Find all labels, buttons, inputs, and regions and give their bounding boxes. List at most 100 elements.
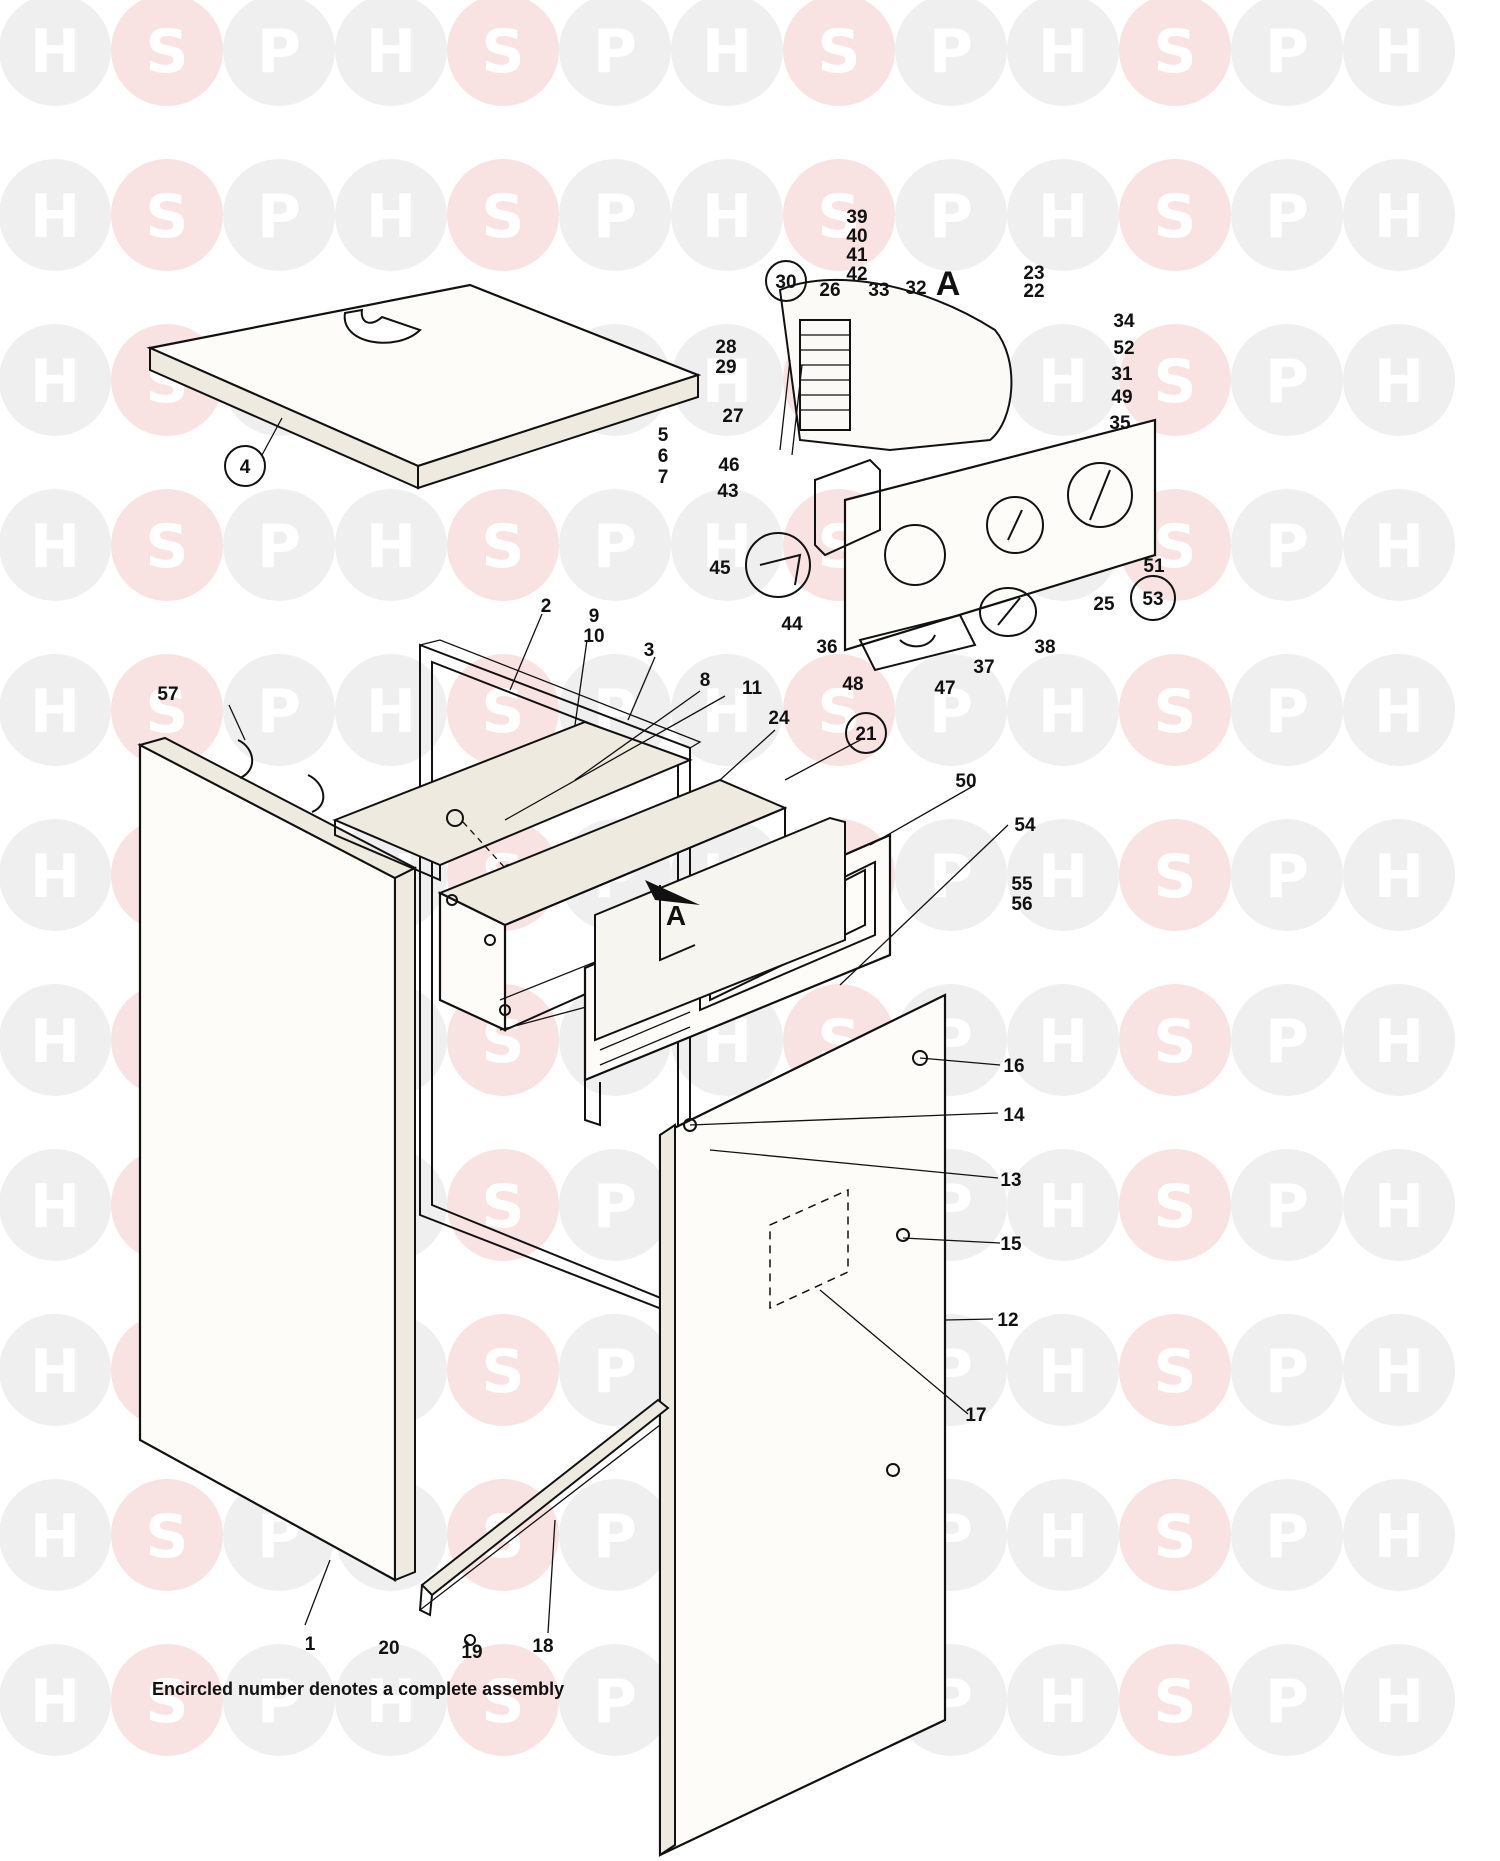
watermark-letter: P <box>257 512 301 582</box>
watermark-letter: S <box>1153 512 1196 582</box>
watermark-roundel <box>1007 819 1119 931</box>
watermark-roundel <box>1119 159 1231 271</box>
watermark-roundel <box>1343 654 1455 766</box>
watermark-roundel <box>1119 0 1231 106</box>
watermark-roundel <box>783 159 895 271</box>
watermark-letter: P <box>593 1172 637 1242</box>
watermark-roundel <box>1231 0 1343 106</box>
watermark-roundel <box>1007 1644 1119 1756</box>
callout-2: 2 <box>541 596 552 617</box>
watermark-roundel <box>1343 819 1455 931</box>
watermark-letter: S <box>1153 1337 1196 1407</box>
watermark-roundel <box>1343 1314 1455 1426</box>
watermark-roundel <box>447 159 559 271</box>
callout-4: 4 <box>240 457 251 478</box>
callout-26: 26 <box>819 280 840 301</box>
watermark-letter: S <box>145 17 188 87</box>
callout-34: 34 <box>1113 311 1135 332</box>
watermark-roundel <box>1007 159 1119 271</box>
front-door-panel <box>658 993 947 1857</box>
watermark-roundel <box>1231 654 1343 766</box>
callout-11: 11 <box>742 678 763 699</box>
watermark-letter: H <box>1374 512 1424 582</box>
watermark-roundel <box>0 159 111 271</box>
watermark-letter: P <box>1265 1502 1309 1572</box>
callout-38: 38 <box>1034 637 1055 658</box>
watermark-roundel <box>0 0 111 106</box>
watermark-letter: P <box>929 17 973 87</box>
watermark-letter: S <box>481 512 524 582</box>
watermark-roundel <box>0 984 111 1096</box>
callout-23: 23 <box>1023 263 1044 284</box>
watermark-roundel <box>1231 984 1343 1096</box>
callout-12: 12 <box>997 1310 1018 1331</box>
callout-8: 8 <box>700 670 711 691</box>
watermark-roundel <box>559 489 671 601</box>
watermark-letter: H <box>1374 1337 1424 1407</box>
watermark-roundel <box>1119 984 1231 1096</box>
watermark-roundel <box>1343 1479 1455 1591</box>
watermark-roundel <box>1007 324 1119 436</box>
watermark-roundel <box>1119 654 1231 766</box>
callout-55: 55 <box>1011 874 1033 895</box>
watermark-roundel <box>1231 1479 1343 1591</box>
watermark-roundel <box>1007 0 1119 106</box>
callout-labels: 1 2 3 4 5 6 7 8 9 10 11 12 13 14 15 16 1… <box>157 207 1176 1663</box>
watermark-letter: H <box>30 1007 80 1077</box>
watermark-letter: S <box>145 1667 188 1737</box>
watermark-letter: H <box>30 677 80 747</box>
watermark-letter: S <box>145 1502 188 1572</box>
watermark-roundel <box>111 0 223 106</box>
watermark-roundel <box>1007 654 1119 766</box>
watermark-roundel <box>1007 1479 1119 1591</box>
watermark-roundel <box>559 1314 671 1426</box>
callout-57: 57 <box>157 684 178 705</box>
callout-35: 35 <box>1109 413 1131 434</box>
callout-13: 13 <box>1000 1170 1021 1191</box>
control-box <box>437 778 801 1032</box>
watermark-letter: P <box>1265 512 1309 582</box>
watermark-letter: H <box>1038 1172 1088 1242</box>
callout-5: 5 <box>658 425 669 446</box>
watermark-letter: S <box>1153 17 1196 87</box>
callout-6: 6 <box>658 446 669 467</box>
watermark-roundel <box>1231 1149 1343 1261</box>
watermark-letter: H <box>366 677 416 747</box>
watermark-letter: P <box>257 677 301 747</box>
watermark-letter: H <box>30 182 80 252</box>
watermark-roundel <box>1119 1314 1231 1426</box>
watermark-letter: P <box>257 1667 301 1737</box>
watermark-roundel <box>0 654 111 766</box>
watermark-letter: H <box>30 1172 80 1242</box>
watermark-letter: S <box>1153 677 1196 747</box>
watermark-letter: H <box>1374 17 1424 87</box>
watermark-roundel <box>895 819 1007 931</box>
watermark-letter: H <box>1374 1667 1424 1737</box>
watermark-letter: H <box>30 512 80 582</box>
watermark-roundel <box>1343 1149 1455 1261</box>
callout-42: 42 <box>846 264 867 285</box>
watermark-roundel <box>0 489 111 601</box>
watermark-letter: S <box>1153 1007 1196 1077</box>
callout-21-circle <box>845 712 887 754</box>
callout-53: 53 <box>1142 589 1163 610</box>
control-panel-assembly <box>745 278 1157 672</box>
watermark-roundel <box>783 654 895 766</box>
watermark-roundel <box>671 489 783 601</box>
watermark-roundel <box>111 654 223 766</box>
callout-30: 30 <box>775 272 796 293</box>
side-clips <box>237 739 325 813</box>
callout-27: 27 <box>722 406 743 427</box>
callout-18: 18 <box>532 1636 553 1657</box>
top-cover <box>146 283 702 490</box>
watermark-roundel <box>0 819 111 931</box>
watermark-letter: H <box>1038 1667 1088 1737</box>
watermark-roundel <box>671 159 783 271</box>
watermark-roundel <box>895 654 1007 766</box>
callout-37: 37 <box>973 657 994 678</box>
watermark-roundel <box>1231 1314 1343 1426</box>
watermark-letter: H <box>1038 677 1088 747</box>
watermark-roundel <box>111 1479 223 1591</box>
watermark-roundel <box>1119 324 1231 436</box>
